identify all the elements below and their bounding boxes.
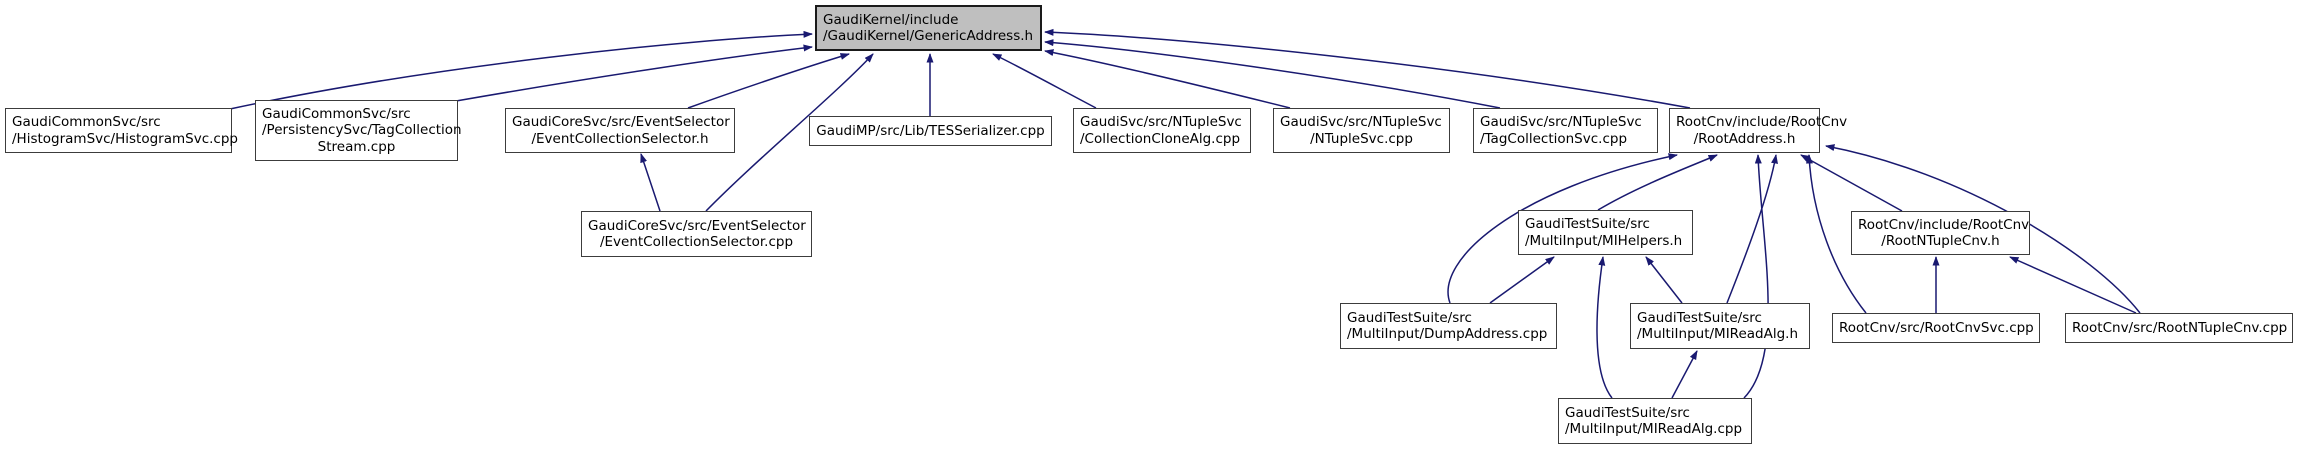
- node-label-line: /MultiInput/MIReadAlg.cpp: [1565, 421, 1743, 437]
- edge-mi-read-alg-h-to-mi-helpers-h: [1645, 256, 1683, 304]
- node-root-cnv-svc-cpp[interactable]: RootCnv/src/RootCnvSvc.cpp: [1832, 313, 2040, 343]
- node-tes-serializer-cpp[interactable]: GaudiMP/src/Lib/TESSerializer.cpp: [809, 116, 1052, 146]
- node-label-line: /RootNTupleCnv.h: [1881, 233, 2000, 249]
- edge-event-collection-selector-h-to-generic-address-h: [687, 53, 850, 109]
- node-mi-helpers-h[interactable]: GaudiTestSuite/src/MultiInput/MIHelpers.…: [1518, 210, 1693, 255]
- node-label-line: RootCnv/include/RootCnv: [1676, 114, 1848, 130]
- node-label-line: GaudiTestSuite/src: [1525, 216, 1650, 232]
- edge-histogram-svc-cpp-to-generic-address-h: [229, 30, 813, 110]
- edge-tag-collection-svc-cpp-to-generic-address-h: [1044, 39, 1501, 109]
- node-label-line: GaudiCoreSvc/src/EventSelector: [512, 114, 730, 130]
- node-dump-address-cpp[interactable]: GaudiTestSuite/src/MultiInput/DumpAddres…: [1340, 303, 1557, 349]
- edge-root-ntuple-cnv-h-to-root-address-h: [1800, 154, 1903, 212]
- node-label-line: /PersistencySvc/TagCollection: [262, 122, 462, 139]
- node-root-ntuple-cnv-h[interactable]: RootCnv/include/RootCnv/RootNTupleCnv.h: [1851, 211, 2030, 255]
- node-label-line: /RootAddress.h: [1693, 130, 1796, 147]
- node-label-line: GaudiTestSuite/src: [1347, 309, 1472, 326]
- node-label-line: /MultiInput/DumpAddress.cpp: [1347, 326, 1548, 342]
- node-ntuple-svc-cpp[interactable]: GaudiSvc/src/NTupleSvc/NTupleSvc.cpp: [1273, 108, 1450, 153]
- edge-collection-clone-alg-cpp-to-generic-address-h: [992, 53, 1097, 109]
- edge-mi-read-alg-h-to-root-address-h: [1726, 154, 1778, 304]
- node-label-line: /CollectionCloneAlg.cpp: [1080, 130, 1241, 147]
- node-label-line: GaudiTestSuite/src: [1637, 309, 1762, 326]
- node-label-line: Stream.cpp: [317, 138, 396, 155]
- node-histogram-svc-cpp[interactable]: GaudiCommonSvc/src/HistogramSvc/Histogra…: [5, 108, 238, 153]
- edge-root-cnv-svc-cpp-to-root-address-h: [1805, 154, 1867, 314]
- node-label-line: GaudiCommonSvc/src: [12, 114, 161, 130]
- node-label-line: RootCnv/src/RootNTupleCnv.cpp: [2072, 319, 2288, 336]
- node-label-line: RootCnv/src/RootCnvSvc.cpp: [1839, 319, 2034, 336]
- node-label-line: GaudiSvc/src/NTupleSvc: [1480, 114, 1642, 130]
- node-label-line: /EventCollectionSelector.cpp: [599, 234, 794, 250]
- edge-root-address-h-to-generic-address-h: [1044, 28, 1691, 109]
- node-event-collection-selector-h[interactable]: GaudiCoreSvc/src/EventSelector/EventColl…: [505, 108, 735, 153]
- node-mi-read-alg-h[interactable]: GaudiTestSuite/src/MultiInput/MIReadAlg.…: [1630, 303, 1810, 349]
- node-label-line: GaudiCommonSvc/src: [262, 105, 411, 122]
- edge-mi-read-alg-cpp-to-mi-helpers-h: [1596, 256, 1613, 399]
- node-label-line: RootCnv/include/RootCnv: [1858, 216, 2030, 233]
- node-label-line: GaudiKernel/include: [823, 11, 959, 28]
- edge-event-collection-selector-cpp-to-generic-address-h: [705, 53, 874, 212]
- node-label-line: GaudiMP/src/Lib/TESSerializer.cpp: [816, 122, 1045, 139]
- edge-dump-address-cpp-to-mi-helpers-h: [1489, 256, 1555, 304]
- edge-ntuple-svc-cpp-to-generic-address-h: [1044, 49, 1291, 109]
- node-label-line: /GaudiKernel/GenericAddress.h: [823, 28, 1034, 44]
- node-root-ntuple-cnv-cpp[interactable]: RootCnv/src/RootNTupleCnv.cpp: [2065, 313, 2293, 343]
- node-label-line: /NTupleSvc.cpp: [1310, 130, 1413, 147]
- edge-root-ntuple-cnv-cpp-to-root-ntuple-cnv-h: [2009, 256, 2137, 314]
- node-tag-collection-svc-cpp[interactable]: GaudiSvc/src/NTupleSvc/TagCollectionSvc.…: [1473, 108, 1658, 153]
- edge-tag-collection-stream-cpp-to-generic-address-h: [455, 44, 813, 102]
- node-label-line: GaudiSvc/src/NTupleSvc: [1280, 114, 1442, 130]
- edge-event-collection-selector-cpp-to-event-collection-selector-h: [640, 153, 661, 212]
- node-label-line: GaudiSvc/src/NTupleSvc: [1080, 114, 1242, 130]
- node-root-address-h[interactable]: RootCnv/include/RootCnv/RootAddress.h: [1669, 108, 1848, 153]
- node-collection-clone-alg-cpp[interactable]: GaudiSvc/src/NTupleSvc/CollectionCloneAl…: [1073, 108, 1251, 153]
- node-label-line: /HistogramSvc/HistogramSvc.cpp: [12, 130, 238, 147]
- node-generic-address-h[interactable]: GaudiKernel/include/GaudiKernel/GenericA…: [815, 5, 1042, 51]
- node-label-line: /TagCollectionSvc.cpp: [1480, 130, 1628, 147]
- node-tag-collection-stream-cpp[interactable]: GaudiCommonSvc/src/PersistencySvc/TagCol…: [255, 100, 462, 161]
- edge-mi-helpers-h-to-root-address-h: [1597, 154, 1718, 211]
- node-mi-read-alg-cpp[interactable]: GaudiTestSuite/src/MultiInput/MIReadAlg.…: [1558, 398, 1752, 444]
- node-label-line: /MultiInput/MIHelpers.h: [1525, 232, 1683, 249]
- edge-mi-read-alg-cpp-to-root-address-h: [1743, 154, 1769, 399]
- node-label-line: GaudiCoreSvc/src/EventSelector: [588, 217, 806, 234]
- node-label-line: /EventCollectionSelector.h: [531, 130, 709, 147]
- edge-mi-read-alg-cpp-to-mi-read-alg-h: [1671, 350, 1698, 399]
- node-event-collection-selector-cpp[interactable]: GaudiCoreSvc/src/EventSelector/EventColl…: [581, 211, 812, 257]
- node-label-line: /MultiInput/MIReadAlg.h: [1637, 326, 1799, 342]
- node-label-line: GaudiTestSuite/src: [1565, 404, 1690, 421]
- edge-dump-address-cpp-to-root-address-h: [1447, 153, 1678, 304]
